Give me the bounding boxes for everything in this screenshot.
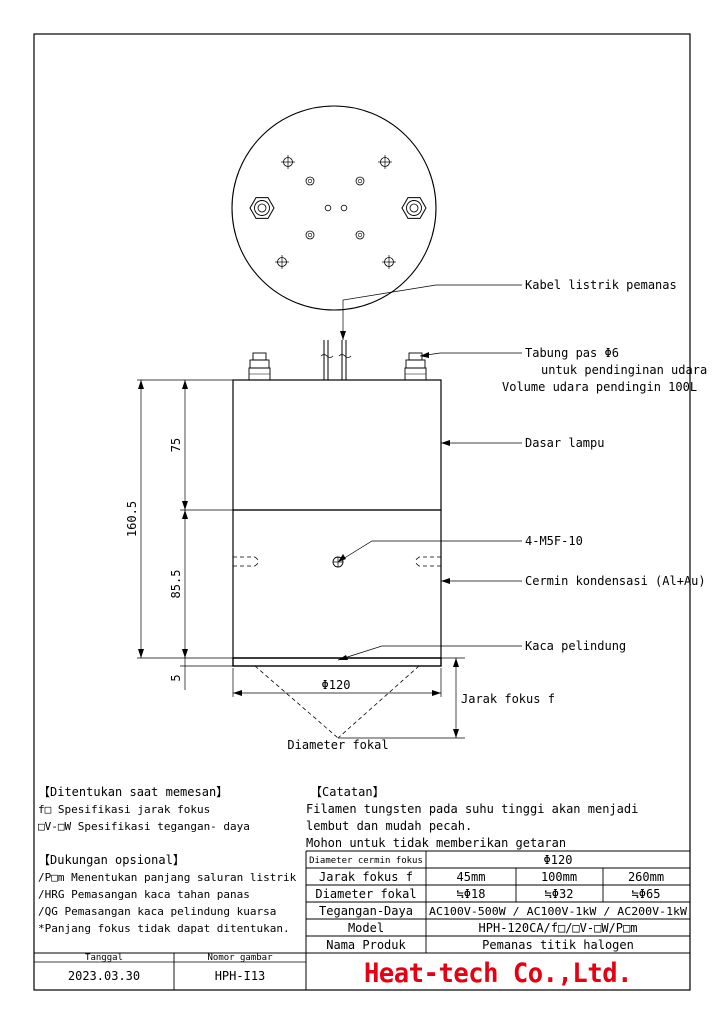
cable-hole: [324, 204, 332, 212]
air-fitting-top: [401, 197, 427, 219]
notes-line: Filamen tungsten pada suhu tinggi akan m…: [306, 802, 638, 816]
screw-hole: [281, 155, 295, 169]
mount-hole: [305, 230, 315, 240]
screw-hole: [382, 255, 396, 269]
drawing-no-value: HPH-I13: [215, 969, 266, 983]
order-line: f□ Spesifikasi jarak fokus: [38, 803, 210, 816]
notes-line: lembut dan mudah pecah.: [306, 819, 472, 833]
spec-row-label: Diameter cermin fokus: [309, 856, 423, 866]
notes-line: Mohon untuk tidak memberikan getaran: [306, 836, 566, 850]
order-heading: 【Ditentukan saat memesan】: [38, 785, 228, 799]
top-view-outline: [231, 105, 437, 311]
air-fitting-left: [248, 352, 271, 381]
air-fitting-top: [249, 197, 275, 219]
date-value: 2023.03.30: [68, 969, 140, 983]
title-block-grid: [34, 952, 306, 990]
date-label: Tanggal: [85, 953, 123, 963]
dim-glass-thickness: 5: [169, 674, 183, 681]
callout-tube-3: Volume udara pendingin 100L: [502, 380, 697, 394]
options-line: /HRG Pemasangan kaca tahan panas: [38, 888, 250, 901]
mount-hole: [305, 176, 315, 186]
spec-row-label: Model: [348, 921, 384, 935]
options-line: /QG Pemasangan kaca pelindung kuarsa: [38, 905, 276, 918]
options-line: /P□m Menentukan panjang saluran listrik: [38, 871, 297, 884]
callout-mirror: Cermin kondensasi (Al+Au): [525, 574, 706, 588]
notes-heading: 【Catatan】: [310, 785, 385, 799]
callout-glass: Kaca pelindung: [525, 639, 626, 653]
spec-table-grid: [305, 850, 690, 990]
mount-hole: [355, 230, 365, 240]
heater-cables: [320, 340, 352, 380]
mirror-body: [232, 509, 442, 659]
cable-hole: [340, 204, 348, 212]
spec-cell: ≒Φ65: [632, 887, 661, 901]
spec-row-label: Nama Produk: [326, 938, 406, 952]
sheet-border: [33, 33, 691, 991]
callout-screw: 4-M5F-10: [525, 534, 583, 548]
screw-hole: [378, 155, 392, 169]
leader-lines: [337, 284, 522, 661]
top-view: [231, 105, 437, 311]
drawing-no-label: Nomor gambar: [207, 953, 273, 963]
lamp-base-body: [232, 379, 442, 511]
callout-tube-1: Tabung pas Φ6: [525, 346, 619, 360]
spec-cell: HPH-120CA/f□/□V-□W/P□m: [479, 921, 638, 935]
mount-hole: [355, 176, 365, 186]
callout-tube-2: untuk pendinginan udara: [541, 363, 707, 377]
callout-base: Dasar lampu: [525, 436, 604, 450]
air-fitting-right: [404, 352, 427, 381]
threaded-hole-hidden: [413, 556, 441, 567]
spec-cell: AC100V-500W / AC100V-1kW / AC200V-1kW: [429, 905, 687, 918]
spec-cell: ≒Φ18: [457, 887, 486, 901]
spec-row-label: Diameter fokal: [315, 887, 416, 901]
dim-upper-height: 75: [169, 438, 183, 452]
spec-cell: Φ120: [544, 853, 573, 867]
dim-lower-height: 85.5: [169, 570, 183, 599]
spec-cell: 45mm: [457, 870, 486, 884]
order-line: □V-□W Spesifikasi tegangan- daya: [38, 820, 250, 833]
spec-cell: 100mm: [541, 870, 577, 884]
callout-cable: Kabel listrik pemanas: [525, 278, 677, 292]
dimensions: [137, 379, 465, 739]
spec-row-label: Jarak fokus f: [319, 870, 413, 884]
spec-cell: 260mm: [628, 870, 664, 884]
options-heading: 【Dukungan opsional】: [38, 853, 185, 867]
dim-total-height: 160.5: [125, 501, 139, 537]
dim-focal-diameter: Diameter fokal: [287, 738, 388, 752]
company-logo: Heat-tech Co.,Ltd.: [364, 958, 632, 989]
screw-hole: [275, 255, 289, 269]
dim-focal-distance: Jarak fokus f: [461, 692, 555, 706]
protective-glass: [232, 657, 442, 667]
side-view: [232, 340, 442, 739]
spec-row-label: Tegangan-Daya: [319, 904, 413, 918]
focal-cone: [254, 665, 420, 739]
threaded-hole-hidden: [233, 556, 261, 567]
spec-cell: ≒Φ32: [545, 887, 574, 901]
options-line: *Panjang fokus tidak dapat ditentukan.: [38, 922, 290, 935]
dim-diameter: Φ120: [322, 678, 351, 692]
spec-cell: Pemanas titik halogen: [482, 938, 634, 952]
